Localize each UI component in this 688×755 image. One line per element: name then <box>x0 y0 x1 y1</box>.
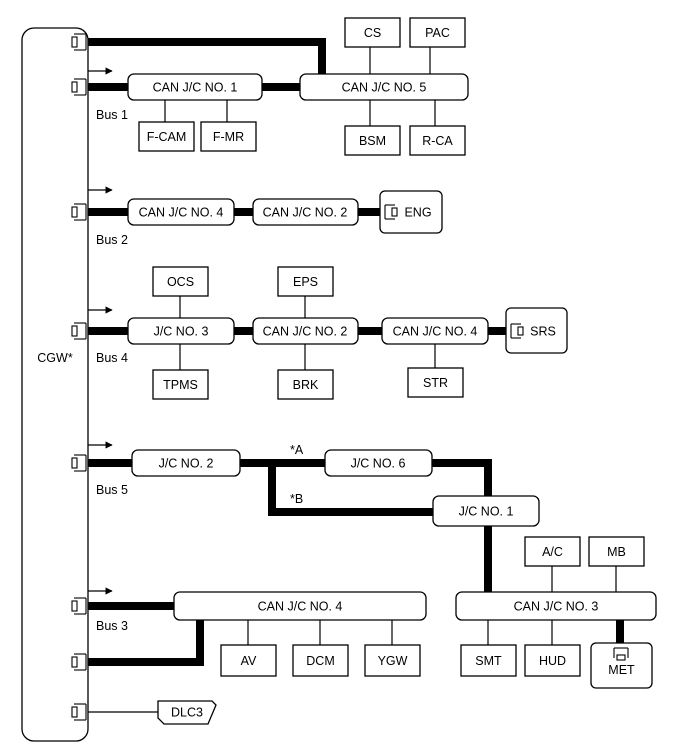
gateway-ecu: CGW* <box>21 27 89 742</box>
can-jc2-bus4: CAN J/C NO. 2 <box>252 317 359 345</box>
bus-line-jc6-jc1 <box>432 459 492 496</box>
svg-text:MB: MB <box>607 545 626 559</box>
resistor-icon <box>71 597 87 615</box>
ecu-ac: A/C <box>524 536 581 567</box>
svg-text:SMT: SMT <box>475 654 502 668</box>
jc1: J/C NO. 1 <box>432 495 540 527</box>
gateway-box <box>21 27 89 742</box>
svg-text:CAN J/C NO. 2: CAN J/C NO. 2 <box>263 325 348 339</box>
svg-text:BRK: BRK <box>293 378 319 392</box>
note-b: *B <box>290 492 303 506</box>
svg-text:YGW: YGW <box>378 654 408 668</box>
resistor-icon <box>71 322 87 340</box>
can-jc3: CAN J/C NO. 3 <box>455 591 657 621</box>
ecu-av: AV <box>220 644 277 677</box>
resistor-icon <box>510 323 524 339</box>
ecu-tpms: TPMS <box>152 369 209 400</box>
svg-text:J/C NO. 2: J/C NO. 2 <box>159 457 214 471</box>
ecu-srs: SRS <box>505 307 568 354</box>
svg-text:CAN J/C NO. 4: CAN J/C NO. 4 <box>393 325 478 339</box>
resistor-icon <box>71 454 87 472</box>
can-jc4-bus2: CAN J/C NO. 4 <box>127 198 235 226</box>
jc2-bus5: J/C NO. 2 <box>131 449 241 477</box>
svg-text:TPMS: TPMS <box>163 378 198 392</box>
ecu-mb: MB <box>588 536 645 567</box>
ecu-eng: ENG <box>379 190 443 234</box>
ecu-ygw: YGW <box>364 644 421 677</box>
bus5-branch-b <box>268 463 433 516</box>
svg-text:MET: MET <box>608 663 635 677</box>
termination-resistors <box>71 33 629 721</box>
ecu-boxes: CS PAC BSM R-CA F-CAM F-MR ENG OCS EPS S… <box>138 17 653 725</box>
svg-text:OCS: OCS <box>167 275 194 289</box>
bus4-label: Bus 4 <box>96 351 128 365</box>
svg-text:DCM: DCM <box>306 654 334 668</box>
svg-text:SRS: SRS <box>530 325 556 339</box>
ecu-bsm: BSM <box>344 125 401 156</box>
ecu-pac: PAC <box>409 17 466 48</box>
can-jc2-bus2: CAN J/C NO. 2 <box>252 198 359 226</box>
svg-text:CAN J/C NO. 2: CAN J/C NO. 2 <box>263 206 348 220</box>
ecu-str: STR <box>407 367 464 398</box>
can-jc1: CAN J/C NO. 1 <box>127 73 263 101</box>
resistor-icon <box>613 647 629 661</box>
ecu-dcm: DCM <box>292 644 349 677</box>
bus5-label: Bus 5 <box>96 483 128 497</box>
ecu-eps: EPS <box>277 266 334 297</box>
bus3-label: Bus 3 <box>96 619 128 633</box>
svg-text:J/C NO. 3: J/C NO. 3 <box>154 325 209 339</box>
svg-text:PAC: PAC <box>425 26 450 40</box>
bus-lines <box>88 38 624 666</box>
svg-text:HUD: HUD <box>539 654 566 668</box>
resistor-icon <box>384 204 398 220</box>
ecu-brk: BRK <box>277 369 334 400</box>
dlc3-connector: DLC3 <box>157 700 217 725</box>
ecu-smt: SMT <box>460 644 517 677</box>
svg-text:DLC3: DLC3 <box>171 706 203 720</box>
can-jc4-bus4: CAN J/C NO. 4 <box>381 317 489 345</box>
svg-text:CAN J/C NO. 4: CAN J/C NO. 4 <box>258 600 343 614</box>
svg-text:STR: STR <box>423 376 448 390</box>
svg-text:EPS: EPS <box>293 275 318 289</box>
can-jc4-bus3: CAN J/C NO. 4 <box>173 591 427 621</box>
svg-text:F-MR: F-MR <box>213 130 244 144</box>
gateway-label: CGW* <box>37 351 73 365</box>
ecu-met: MET <box>590 642 653 689</box>
svg-text:CAN J/C NO. 3: CAN J/C NO. 3 <box>514 600 599 614</box>
svg-text:R-CA: R-CA <box>422 134 453 148</box>
resistor-icon <box>71 203 87 221</box>
resistor-icon <box>71 33 87 51</box>
svg-text:CS: CS <box>364 26 381 40</box>
svg-text:J/C NO. 6: J/C NO. 6 <box>351 457 406 471</box>
ecu-ocs: OCS <box>152 266 209 297</box>
svg-text:BSM: BSM <box>359 134 386 148</box>
svg-text:ENG: ENG <box>404 206 431 220</box>
bus2-label: Bus 2 <box>96 233 128 247</box>
bus1-label: Bus 1 <box>96 108 128 122</box>
jc3-bus4: J/C NO. 3 <box>127 317 235 345</box>
junction-connectors: CAN J/C NO. 1 CAN J/C NO. 5 CAN J/C NO. … <box>127 73 657 621</box>
bus-line-gateway-to-jc5 <box>88 38 326 74</box>
resistor-icon <box>71 653 87 671</box>
jc6: J/C NO. 6 <box>324 449 433 477</box>
svg-text:AV: AV <box>241 654 257 668</box>
resistor-icon <box>71 703 87 721</box>
svg-text:F-CAM: F-CAM <box>147 130 187 144</box>
resistor-icon <box>71 78 87 96</box>
ecu-rca: R-CA <box>409 125 466 156</box>
stub-lines <box>88 47 617 713</box>
bus-line-gateway-lower <box>88 620 204 666</box>
ecu-fcam: F-CAM <box>138 121 195 152</box>
ecu-fmr: F-MR <box>200 121 257 152</box>
svg-text:J/C NO. 1: J/C NO. 1 <box>459 505 514 519</box>
ecu-cs: CS <box>344 17 401 48</box>
svg-text:CAN J/C NO. 4: CAN J/C NO. 4 <box>139 206 224 220</box>
svg-text:CAN J/C NO. 5: CAN J/C NO. 5 <box>342 81 427 95</box>
ecu-hud: HUD <box>524 644 581 677</box>
svg-text:CAN J/C NO. 1: CAN J/C NO. 1 <box>153 81 238 95</box>
note-a: *A <box>290 443 304 457</box>
can-jc5: CAN J/C NO. 5 <box>299 73 469 101</box>
svg-text:A/C: A/C <box>542 545 563 559</box>
